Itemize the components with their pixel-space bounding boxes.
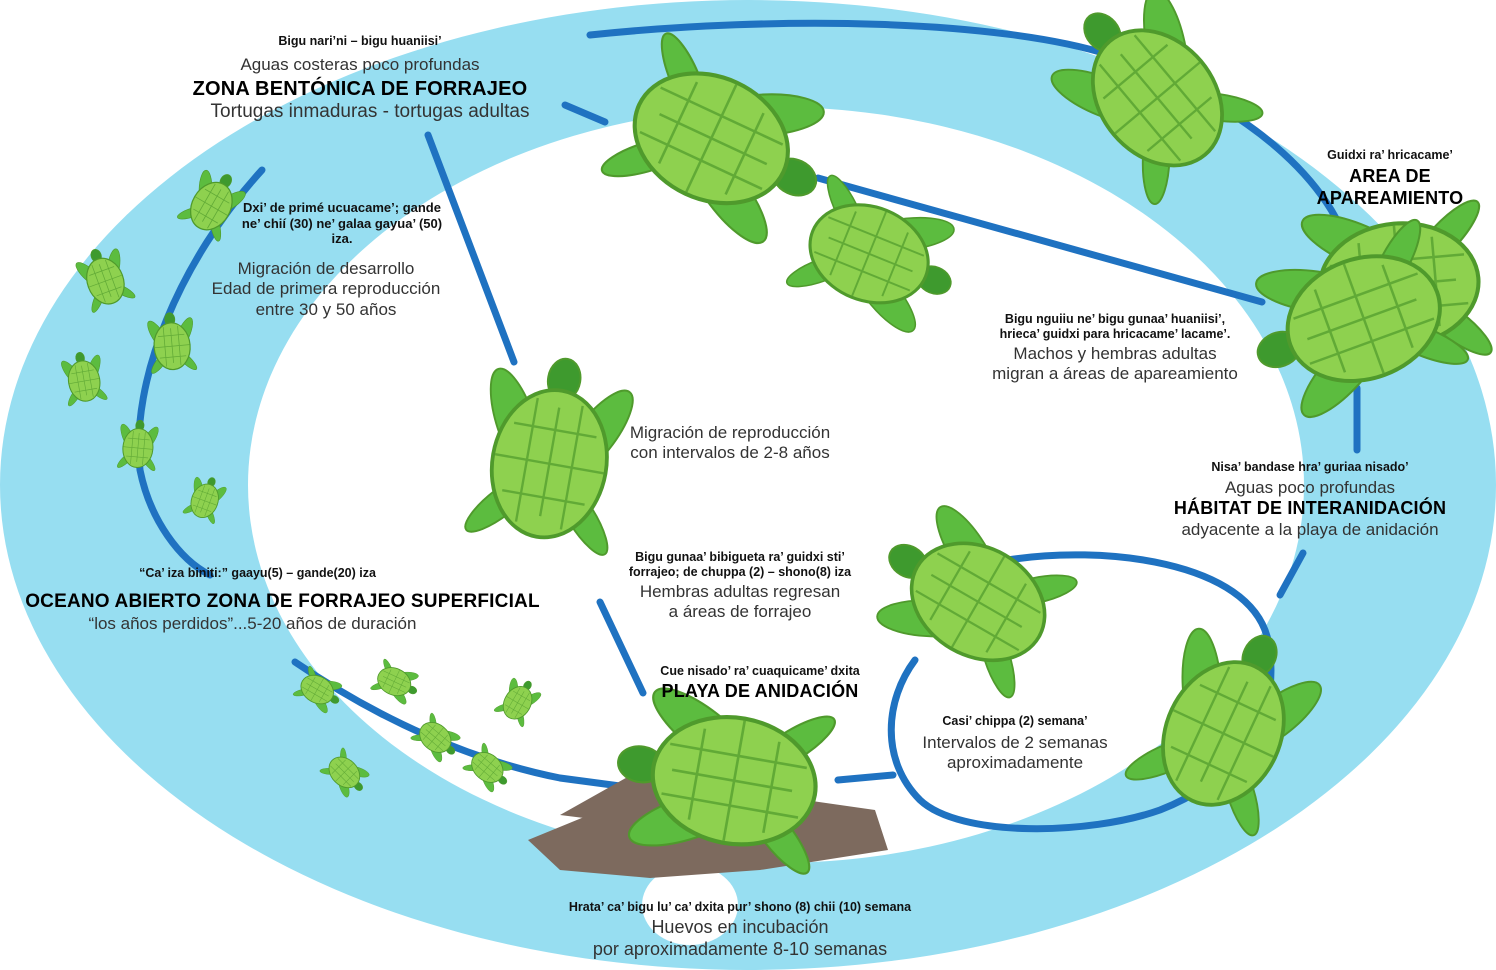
females-desc-2: a áreas de forrajeo	[590, 602, 890, 622]
label-benthic-zone: Bigu nari’ni – bigu huaniisi’ Aguas cost…	[160, 34, 560, 124]
benthic-title: ZONA BENTÓNICA DE FORRAJEO	[160, 77, 560, 101]
ocean-local: “Ca’ iza biniti:” gaayu(5) – gande(20) i…	[0, 566, 565, 581]
females-local-2: forrajeo; de chuppa (2) – shono(8) iza	[590, 565, 890, 580]
developmental-desc-2: Edad de primera reproducción	[184, 279, 468, 299]
ocean-title: OCEANO ABIERTO ZONA DE FORRAJEO SUPERFIC…	[0, 591, 565, 614]
interval-desc-1: Intervalos de 2 semanas	[900, 733, 1130, 753]
internesting-desc: adyacente a la playa de anidación	[1140, 520, 1480, 540]
ocean-desc: “los años perdidos”...5-20 años de durac…	[0, 614, 565, 634]
hatchling	[367, 655, 424, 709]
hatchling	[491, 672, 547, 730]
developmental-local: Dxi’ de primé ucuacame’; gande ne’ chií …	[232, 200, 452, 247]
eggs-local: Hrata’ ca’ bigu lu’ ca’ dxita pur’ shono…	[490, 900, 990, 915]
label-adults-migrate: Bigu nguiiu ne’ bigu gunaa’ huaniisi’, h…	[945, 312, 1285, 385]
label-reproduction-migration: Migración de reproducción con intervalos…	[600, 423, 860, 464]
mating-title-2: APAREAMIENTO	[1290, 188, 1490, 210]
mating-local: Guidxi ra’ hricacame’	[1290, 148, 1490, 163]
nesting-title: PLAYA DE ANIDACIÓN	[610, 681, 910, 703]
eggs-desc-1: Huevos en incubación	[490, 917, 990, 939]
adults-local-1: Bigu nguiiu ne’ bigu gunaa’ huaniisi’,	[945, 312, 1285, 327]
internesting-title: HÁBITAT DE INTERANIDACIÓN	[1140, 498, 1480, 520]
label-egg-incubation: Hrata’ ca’ bigu lu’ ca’ dxita pur’ shono…	[490, 900, 990, 960]
label-developmental-migration: Dxi’ de primé ucuacame’; gande ne’ chií …	[232, 200, 452, 247]
developmental-desc-1: Migración de desarrollo	[184, 259, 468, 279]
adults-desc-1: Machos y hembras adultas	[945, 344, 1285, 364]
benthic-local: Bigu nari’ni – bigu huaniisi’	[160, 34, 560, 49]
nesting-local: Cue nisado’ ra’ cuaquicame’ dxita	[610, 664, 910, 679]
hatchling	[459, 739, 518, 798]
repro-desc-1: Migración de reproducción	[600, 423, 860, 443]
internesting-subtitle: Aguas poco profundas	[1140, 478, 1480, 498]
adults-local-2: hrieca’ guidxi para hricacame’ lacame’.	[945, 327, 1285, 342]
label-females-return: Bigu gunaa’ bibigueta ra’ guidxi sti’ fo…	[590, 550, 890, 623]
internesting-local: Nisa’ bandase hra’ guriaa nisado’	[1140, 460, 1480, 475]
interval-local: Casi’ chippa (2) semana’	[900, 714, 1130, 729]
label-nesting-beach: Cue nisado’ ra’ cuaquicame’ dxita PLAYA …	[610, 664, 910, 703]
beach-to-internesting-path	[838, 775, 893, 780]
interval-desc-2: aproximadamente	[900, 753, 1130, 773]
label-internesting-habitat: Nisa’ bandase hra’ guriaa nisado’ Aguas …	[1140, 460, 1480, 540]
mating-title-1: AREA DE	[1290, 166, 1490, 188]
developmental-desc-3: entre 30 y 50 años	[184, 300, 468, 320]
label-interval: Casi’ chippa (2) semana’ Intervalos de 2…	[900, 714, 1130, 774]
label-developmental-desc: Migración de desarrollo Edad de primera …	[184, 259, 468, 320]
eggs-desc-2: por aproximadamente 8-10 semanas	[490, 939, 990, 961]
repro-desc-2: con intervalos de 2-8 años	[600, 443, 860, 463]
adults-desc-2: migran a áreas de apareamiento	[945, 364, 1285, 384]
females-desc-1: Hembras adultas regresan	[590, 582, 890, 602]
benthic-subtitle: Aguas costeras poco profundas	[160, 55, 560, 75]
hatchling	[407, 709, 466, 768]
benthic-desc: Tortugas inmaduras - tortugas adultas	[180, 101, 560, 124]
label-mating-area: Guidxi ra’ hricacame’ AREA DE APAREAMIEN…	[1290, 148, 1490, 209]
label-open-ocean: “Ca’ iza biniti:” gaayu(5) – gande(20) i…	[0, 566, 565, 634]
females-local-1: Bigu gunaa’ bibigueta ra’ guidxi sti’	[590, 550, 890, 565]
